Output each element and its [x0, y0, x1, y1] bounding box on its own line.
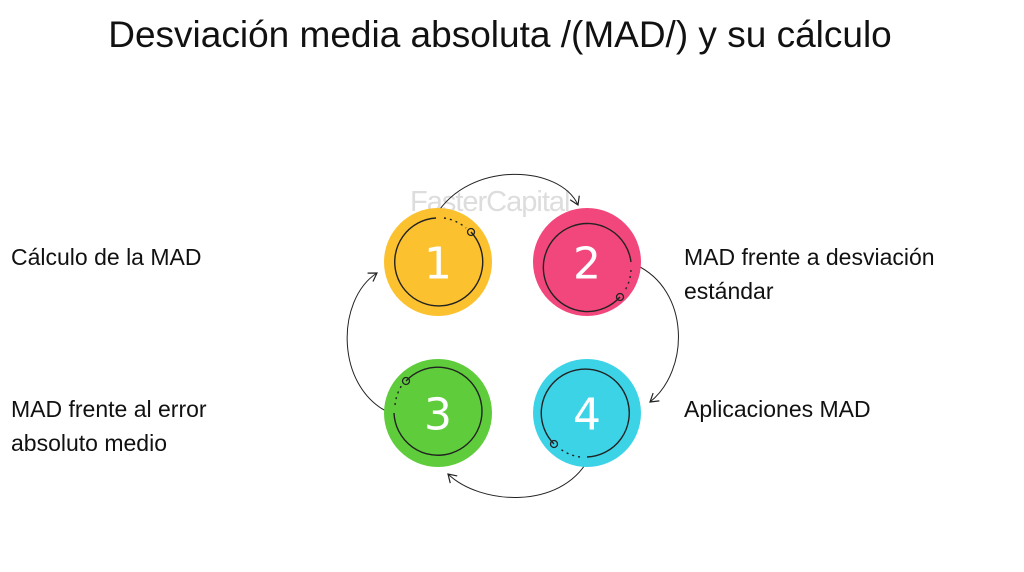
step-circle-fill — [384, 359, 492, 467]
decorative-arc — [623, 269, 632, 293]
step-circle-2: 2 — [533, 208, 641, 316]
decorative-arc — [394, 384, 403, 406]
decorative-arc — [542, 222, 632, 313]
step-label-3-line1: MAD frente al error — [11, 396, 207, 422]
step-label-2: MAD frente a desviación estándar — [684, 240, 935, 308]
step-circle-1: 1 — [384, 208, 492, 316]
decorative-arc — [393, 366, 483, 456]
arrow-4-to-3 — [447, 459, 589, 498]
step-label-4-text: Aplicaciones MAD — [684, 396, 871, 422]
step-number-4: 4 — [573, 390, 601, 441]
arrow-2-to-4 — [635, 264, 679, 403]
step-label-4: Aplicaciones MAD — [684, 392, 871, 426]
step-circle-3: 3 — [384, 359, 492, 467]
step-circle-fill — [533, 359, 641, 467]
decorative-arc — [540, 368, 630, 458]
step-label-3-line2: absoluto medio — [11, 430, 167, 456]
step-circle-4: 4 — [533, 359, 641, 467]
step-label-2-line2: estándar — [684, 278, 774, 304]
step-label-3: MAD frente al error absoluto medio — [11, 392, 207, 460]
decorative-arc — [394, 217, 484, 307]
step-number-2: 2 — [573, 239, 601, 290]
arrow-1-to-2 — [435, 173, 580, 216]
step-number-3: 3 — [424, 390, 452, 441]
decorative-arc — [558, 447, 581, 458]
step-number-1: 1 — [424, 239, 452, 290]
decorative-arc — [443, 217, 467, 229]
step-label-1: Cálculo de la MAD — [11, 240, 201, 274]
page-title: Desviación media absoluta /(MAD/) y su c… — [108, 14, 892, 55]
step-label-1-text: Cálculo de la MAD — [11, 244, 202, 270]
step-circle-fill — [533, 208, 641, 316]
arrow-3-to-1 — [346, 272, 393, 415]
step-circle-fill — [384, 208, 492, 316]
step-label-2-line1: MAD frente a desviación — [684, 244, 935, 270]
